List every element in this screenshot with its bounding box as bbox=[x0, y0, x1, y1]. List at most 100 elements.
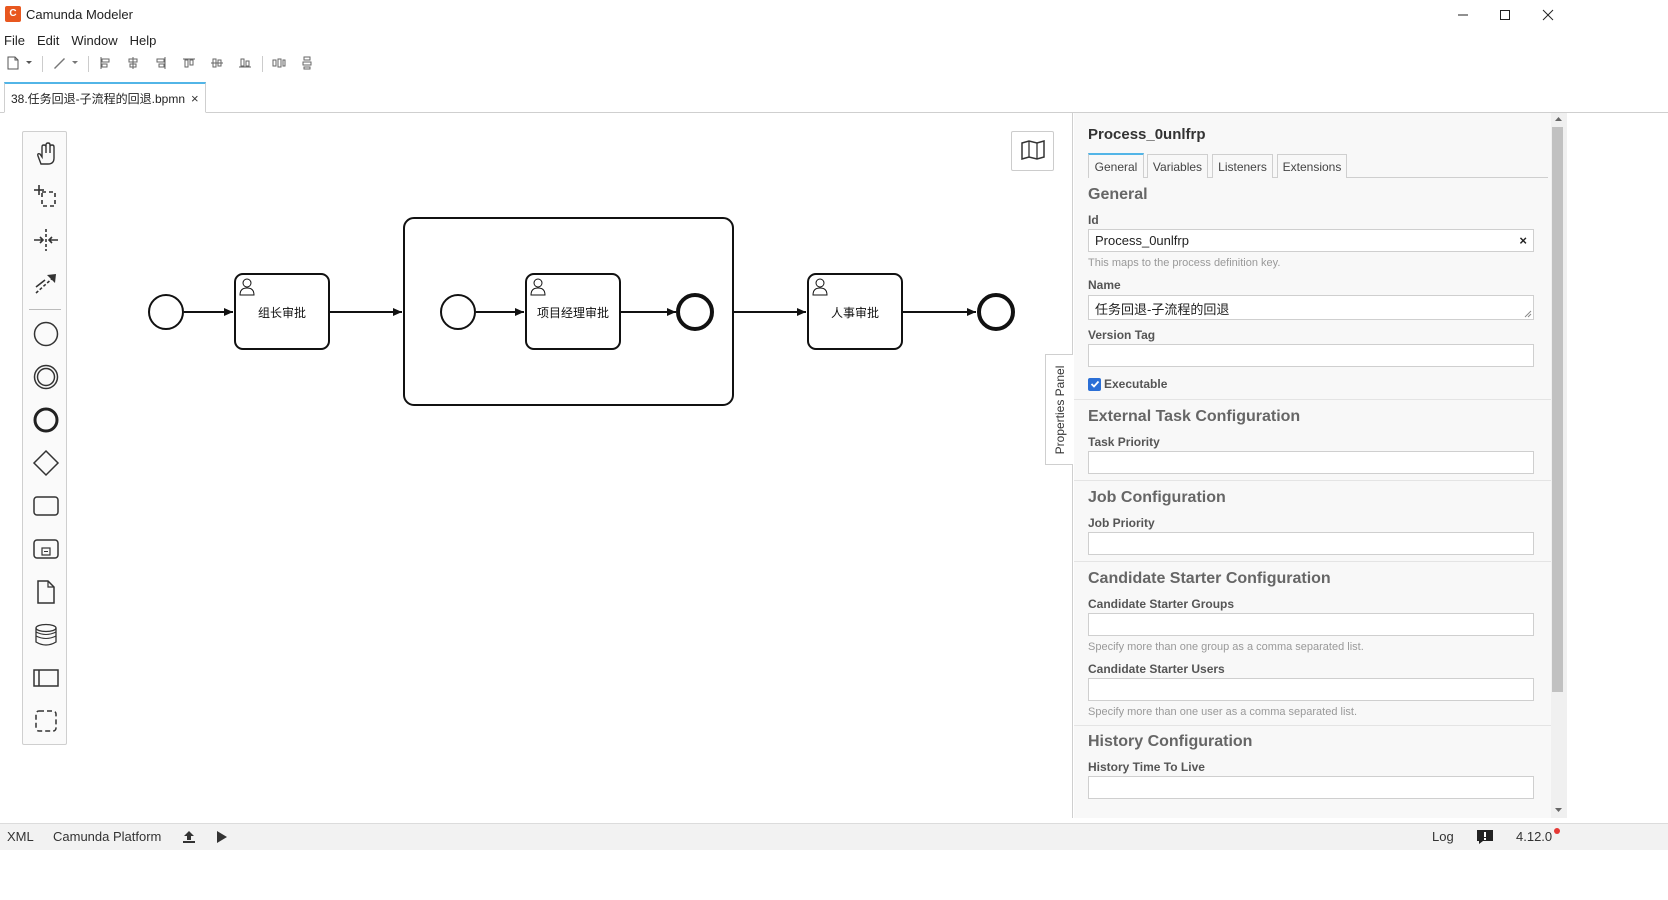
properties-panel: Process_0unlfrp General Variables Listen… bbox=[1074, 113, 1551, 818]
color-dropdown-icon[interactable] bbox=[70, 54, 80, 72]
tab-listeners[interactable]: Listeners bbox=[1212, 154, 1273, 178]
menu-window[interactable]: Window bbox=[71, 33, 118, 48]
close-window-button[interactable] bbox=[1525, 0, 1571, 29]
history-ttl-field[interactable] bbox=[1088, 776, 1534, 799]
status-bar: XML Camunda Platform Log 4.12.0 bbox=[0, 823, 1668, 850]
align-left-icon[interactable] bbox=[96, 54, 114, 72]
executable-checkbox[interactable] bbox=[1088, 377, 1101, 391]
tab-general[interactable]: General bbox=[1088, 153, 1144, 178]
name-value: 任务回退-子流程的回退 bbox=[1095, 302, 1230, 317]
task-label: 人事审批 bbox=[830, 306, 879, 320]
id-label: Id bbox=[1088, 213, 1099, 227]
space-tool-icon[interactable] bbox=[23, 221, 68, 259]
menu-help[interactable]: Help bbox=[129, 33, 157, 48]
new-file-icon[interactable] bbox=[4, 54, 22, 72]
scroll-down-icon[interactable] bbox=[1554, 807, 1563, 813]
execution-platform-button[interactable]: Camunda Platform bbox=[53, 829, 162, 844]
xml-view-button[interactable]: XML bbox=[7, 829, 34, 844]
properties-tabs: General Variables Listeners Extensions bbox=[1088, 153, 1548, 178]
bpmn-diagram bbox=[148, 217, 1015, 406]
hand-tool-icon[interactable] bbox=[23, 135, 68, 173]
name-field[interactable]: 任务回退-子流程的回退 bbox=[1088, 295, 1534, 320]
id-hint: This maps to the process definition key. bbox=[1088, 257, 1281, 269]
align-top-icon[interactable] bbox=[180, 54, 198, 72]
color-icon[interactable] bbox=[50, 54, 68, 72]
version-label[interactable]: 4.12.0 bbox=[1516, 829, 1553, 844]
tab-label: 38.任务回退-子流程的回退.bpmn bbox=[11, 91, 186, 106]
candidate-users-label: Candidate Starter Users bbox=[1088, 662, 1225, 676]
task-priority-field[interactable] bbox=[1088, 451, 1534, 474]
id-value: Process_0unlfrp bbox=[1095, 233, 1189, 248]
gateway-icon[interactable] bbox=[23, 444, 68, 482]
candidate-groups-label: Candidate Starter Groups bbox=[1088, 597, 1235, 611]
feedback-icon[interactable] bbox=[1476, 829, 1494, 848]
intermediate-event-icon[interactable] bbox=[23, 358, 68, 396]
properties-panel-toggle[interactable]: Properties Panel bbox=[1045, 354, 1073, 465]
align-right-icon[interactable] bbox=[152, 54, 170, 72]
version-tag-label: Version Tag bbox=[1088, 328, 1156, 342]
user-icon bbox=[812, 278, 828, 296]
lasso-tool-icon[interactable] bbox=[23, 178, 68, 216]
version-tag-field[interactable] bbox=[1088, 344, 1534, 367]
task-icon[interactable] bbox=[23, 487, 68, 525]
subprocess-icon[interactable] bbox=[23, 530, 68, 568]
scroll-up-icon[interactable] bbox=[1554, 116, 1563, 122]
user-icon bbox=[239, 278, 255, 296]
resize-grip-icon[interactable] bbox=[1524, 310, 1532, 318]
properties-panel-toggle-label: Properties Panel bbox=[1052, 365, 1067, 454]
candidate-groups-field[interactable] bbox=[1088, 613, 1534, 636]
toolbar bbox=[0, 54, 400, 74]
tab-variables[interactable]: Variables bbox=[1147, 154, 1208, 178]
map-icon bbox=[1020, 139, 1046, 164]
title-bar: C Camunda Modeler bbox=[0, 0, 1668, 29]
user-icon bbox=[530, 278, 546, 296]
tool-palette bbox=[22, 131, 67, 745]
tab-extensions[interactable]: Extensions bbox=[1277, 154, 1347, 178]
scrollbar-thumb[interactable] bbox=[1552, 127, 1563, 692]
candidate-users-field[interactable] bbox=[1088, 678, 1534, 701]
minimap-toggle-button[interactable] bbox=[1011, 131, 1054, 171]
tab-bpmn-file[interactable]: 38.任务回退-子流程的回退.bpmn × bbox=[4, 82, 206, 113]
log-button[interactable]: Log bbox=[1432, 829, 1454, 844]
start-event[interactable] bbox=[148, 294, 184, 330]
close-tab-icon[interactable]: × bbox=[191, 90, 199, 106]
section-job: Job Configuration bbox=[1088, 489, 1226, 506]
group-icon[interactable] bbox=[23, 702, 68, 740]
candidate-users-hint: Specify more than one user as a comma se… bbox=[1088, 706, 1358, 718]
run-icon[interactable] bbox=[215, 829, 229, 848]
task-label: 组长审批 bbox=[257, 306, 306, 320]
diagram-canvas[interactable]: 组长审批 项目经理审批 人事审批 bbox=[2, 113, 1073, 818]
deploy-icon[interactable] bbox=[181, 829, 197, 848]
subprocess-end-event[interactable] bbox=[676, 293, 714, 331]
menu-edit[interactable]: Edit bbox=[36, 33, 60, 48]
end-event[interactable] bbox=[977, 293, 1015, 331]
new-file-dropdown-icon[interactable] bbox=[24, 54, 34, 72]
distribute-horizontal-icon[interactable] bbox=[270, 54, 288, 72]
menu-file[interactable]: File bbox=[4, 33, 25, 48]
end-event-icon[interactable] bbox=[23, 401, 68, 439]
clear-id-icon[interactable]: × bbox=[1519, 233, 1527, 248]
tab-strip: 38.任务回退-子流程的回退.bpmn × bbox=[0, 82, 1668, 113]
task-priority-label: Task Priority bbox=[1088, 435, 1160, 449]
camunda-app-icon: C bbox=[5, 6, 21, 22]
distribute-vertical-icon[interactable] bbox=[298, 54, 316, 72]
align-bottom-icon[interactable] bbox=[236, 54, 254, 72]
properties-title: Process_0unlfrp bbox=[1088, 126, 1206, 143]
executable-label: Executable bbox=[1104, 377, 1168, 391]
subprocess-start-event[interactable] bbox=[440, 294, 476, 330]
data-object-icon[interactable] bbox=[23, 573, 68, 611]
section-external-task: External Task Configuration bbox=[1088, 408, 1301, 425]
data-store-icon[interactable] bbox=[23, 616, 68, 654]
maximize-button[interactable] bbox=[1482, 0, 1528, 29]
align-center-icon[interactable] bbox=[124, 54, 142, 72]
name-label: Name bbox=[1088, 278, 1121, 292]
history-ttl-label: History Time To Live bbox=[1088, 760, 1205, 774]
job-priority-field[interactable] bbox=[1088, 532, 1534, 555]
minimize-button[interactable] bbox=[1440, 0, 1486, 29]
pool-icon[interactable] bbox=[23, 659, 68, 697]
connect-tool-icon[interactable] bbox=[23, 264, 68, 302]
start-event-icon[interactable] bbox=[23, 315, 68, 353]
align-middle-icon[interactable] bbox=[208, 54, 226, 72]
id-field[interactable]: Process_0unlfrp × bbox=[1088, 229, 1534, 252]
window-title: Camunda Modeler bbox=[26, 7, 133, 22]
